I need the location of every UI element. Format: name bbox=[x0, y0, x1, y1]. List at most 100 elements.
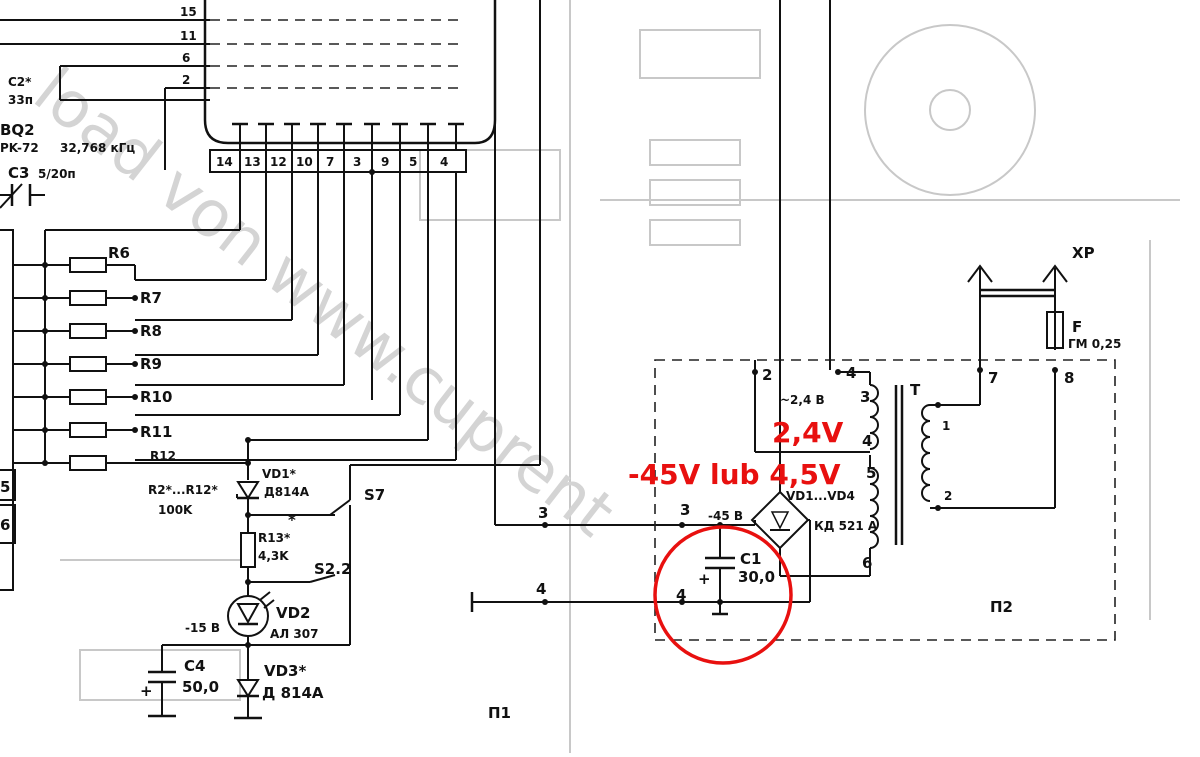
mains-plug: 7 8 XP F ГМ 0,25 bbox=[967, 244, 1121, 387]
s7-label: S7 bbox=[364, 486, 385, 504]
board-p2-outline: П2 bbox=[654, 359, 1116, 641]
xp-label: XP bbox=[1072, 244, 1095, 262]
r13-ref: R13* bbox=[258, 531, 291, 545]
ic-pin-number: 10 bbox=[296, 155, 313, 169]
pin-wires bbox=[45, 0, 541, 525]
resistor-ladder: R6 R7 R8 R9 R10 bbox=[0, 229, 251, 591]
ic-pin-number: 5 bbox=[409, 155, 417, 169]
fuse-ref: F bbox=[1072, 318, 1082, 336]
vd3-type: Д 814А bbox=[262, 684, 324, 702]
vd3-ref: VD3* bbox=[264, 662, 306, 680]
ic-block: 14 13 12 10 7 3 9 5 4 bbox=[203, 0, 497, 173]
zener-vd1 bbox=[236, 481, 260, 500]
left-edge-label: 5 bbox=[0, 478, 10, 496]
terminal-label: 4 bbox=[862, 432, 872, 450]
terminal-label: 5 bbox=[866, 464, 876, 482]
board-p1-outline: 3 4 П1 bbox=[470, 504, 682, 722]
vd1-type: Д814А bbox=[264, 485, 310, 499]
resistor-ref: R9 bbox=[140, 355, 162, 373]
resistor: R10 bbox=[13, 388, 172, 406]
ic-pin-number: 7 bbox=[326, 155, 334, 169]
resistor-ref: R6 bbox=[108, 244, 130, 262]
c3-value: 5/20п bbox=[38, 167, 76, 181]
crystal-area: C2* 33п BQ2 PK-72 32,768 кГц C3 5/20п bbox=[0, 75, 135, 209]
bus-line-label: 11 bbox=[180, 29, 197, 43]
c2-ref: C2* bbox=[8, 75, 32, 89]
r13-value: 4,3K bbox=[258, 549, 289, 563]
r13-resistor bbox=[240, 532, 256, 568]
led-vd2 bbox=[227, 595, 269, 637]
transformer-ref: T bbox=[910, 381, 921, 399]
terminal-label: 3 bbox=[538, 504, 548, 522]
resistor: R6 bbox=[13, 244, 135, 273]
terminal-label: 2 bbox=[762, 366, 772, 384]
fuse-value: ГМ 0,25 bbox=[1068, 337, 1121, 351]
c2-value: 33п bbox=[8, 93, 33, 107]
vd2-type: АЛ 307 bbox=[270, 627, 318, 641]
annotations: 2,4V -45V lub 4,5V bbox=[628, 416, 844, 665]
ic-pin-number: 14 bbox=[216, 155, 233, 169]
vd2-ref: VD2 bbox=[276, 604, 311, 622]
vd2-voltage: -15 В bbox=[185, 621, 220, 635]
resistor: R11 bbox=[13, 422, 172, 441]
ac-winding-label: ~2,4 В bbox=[780, 393, 825, 407]
dc-voltage-annotation: -45V lub 4,5V bbox=[628, 458, 841, 491]
bus-line-label: 15 bbox=[180, 5, 197, 19]
ic-pin-number: 13 bbox=[244, 155, 261, 169]
board-p1-label: П1 bbox=[488, 704, 511, 722]
power-supply: 3 -45 В + C1 30,0 4 VD1...VD4 КД 521 А bbox=[676, 0, 1056, 616]
winding-label: 2 bbox=[944, 489, 952, 503]
background-bleed bbox=[60, 0, 1180, 753]
resistor-ref: R11 bbox=[140, 423, 172, 441]
vd1-ref: VD1* bbox=[262, 467, 297, 481]
resistor-ref: R10 bbox=[140, 388, 172, 406]
s22-label: S2.2 bbox=[314, 560, 351, 578]
terminal-label: 3 bbox=[860, 388, 870, 406]
board-p2-label: П2 bbox=[990, 598, 1013, 616]
header-bus: 15 11 6 2 bbox=[0, 5, 460, 170]
bq2-ref: BQ2 bbox=[0, 121, 35, 139]
indicator-branch: VD1* Д814А R13* 4,3K VD2 АЛ 307 -15 В VD… bbox=[162, 437, 350, 720]
plus-sign: + bbox=[140, 682, 153, 700]
c1-ref: C1 bbox=[740, 550, 761, 568]
terminal-label: 3 bbox=[680, 501, 690, 519]
left-edge-label: 6 bbox=[0, 516, 10, 534]
bq2-freq: 32,768 кГц bbox=[60, 141, 135, 155]
ic-pin-number: 12 bbox=[270, 155, 287, 169]
s7-star: * bbox=[288, 511, 296, 529]
ac-voltage-annotation: 2,4V bbox=[772, 416, 844, 449]
plus-sign: + bbox=[698, 570, 711, 588]
terminal-label: 6 bbox=[862, 554, 872, 572]
resistor: R7 bbox=[13, 289, 162, 307]
bridge-type: КД 521 А bbox=[814, 519, 878, 533]
ic-pin-number: 9 bbox=[381, 155, 389, 169]
c4-ref: C4 bbox=[184, 657, 205, 675]
resistor: R12 bbox=[13, 449, 251, 471]
bridge-ref: VD1...VD4 bbox=[786, 489, 855, 503]
resistor: R8 bbox=[13, 322, 162, 340]
switch-s22: S2.2 bbox=[309, 560, 351, 583]
capacitor-c4: + C4 50,0 bbox=[140, 645, 219, 718]
winding-label: 1 bbox=[942, 419, 950, 433]
bus-line-label: 6 bbox=[182, 51, 190, 65]
bq2-type: PK-72 bbox=[0, 141, 39, 155]
resistor-ref: R12 bbox=[150, 449, 176, 463]
bus-line-label: 2 bbox=[182, 73, 190, 87]
watermark: load von www.cuprent bbox=[20, 54, 627, 551]
resistor-ref: R8 bbox=[140, 322, 162, 340]
c3-ref: C3 bbox=[8, 164, 29, 182]
terminal-label: 7 bbox=[988, 369, 998, 387]
terminal-label: 4 bbox=[536, 580, 546, 598]
ic-pin-number: 3 bbox=[353, 155, 361, 169]
resistor: R9 bbox=[13, 355, 162, 373]
dc-output-label: -45 В bbox=[708, 509, 743, 523]
terminal-label: 4 bbox=[676, 586, 686, 604]
ic-pin-stubs bbox=[232, 122, 464, 150]
ic-pin-number: 4 bbox=[440, 155, 448, 169]
resistor-series-label: R2*...R12* bbox=[148, 483, 218, 497]
terminal-label: 8 bbox=[1064, 369, 1074, 387]
c1-value: 30,0 bbox=[738, 568, 775, 586]
highlight-circle bbox=[653, 525, 793, 665]
